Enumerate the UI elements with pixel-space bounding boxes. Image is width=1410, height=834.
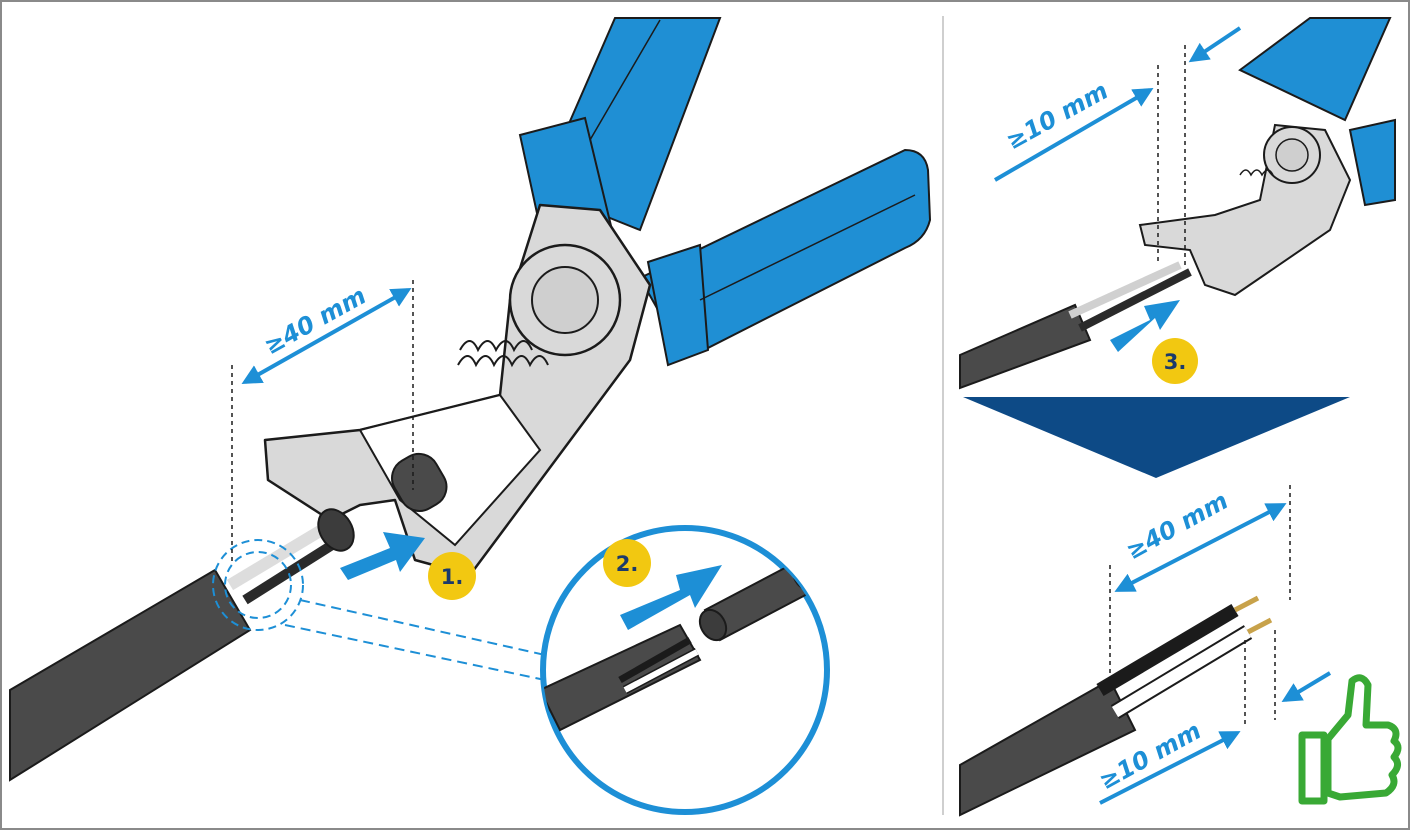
step-badge-1: 1. bbox=[428, 552, 476, 600]
push-arrow-step1 bbox=[340, 532, 425, 580]
cable-top bbox=[959, 303, 1092, 390]
detail-circle bbox=[540, 525, 830, 815]
step-badge-2: 2. bbox=[603, 539, 651, 587]
step-badge-3: 3. bbox=[1152, 338, 1198, 384]
cable-main bbox=[9, 508, 546, 782]
step-label-3: 3. bbox=[1164, 350, 1187, 374]
stripper-handle-small bbox=[1238, 17, 1392, 122]
side-bottom-panel: ≥40 mm ≥10 mm bbox=[959, 485, 1402, 817]
stripper-body bbox=[263, 203, 652, 577]
step-label-1: 1. bbox=[441, 565, 464, 589]
cable-result bbox=[959, 678, 1137, 817]
conductor-end-2 bbox=[1246, 617, 1273, 635]
thumbs-up-icon bbox=[1298, 674, 1402, 805]
step-label-2: 2. bbox=[616, 552, 639, 576]
pull-arrow-step2 bbox=[620, 565, 722, 630]
main-panel: ≥40 mm 1. 2. bbox=[9, 17, 932, 815]
conductor-end-1 bbox=[1233, 595, 1260, 613]
spring bbox=[457, 340, 549, 368]
stripper-handle-right bbox=[638, 148, 932, 367]
result-arrow bbox=[963, 397, 1350, 478]
push-arrow-step3 bbox=[1110, 300, 1180, 352]
